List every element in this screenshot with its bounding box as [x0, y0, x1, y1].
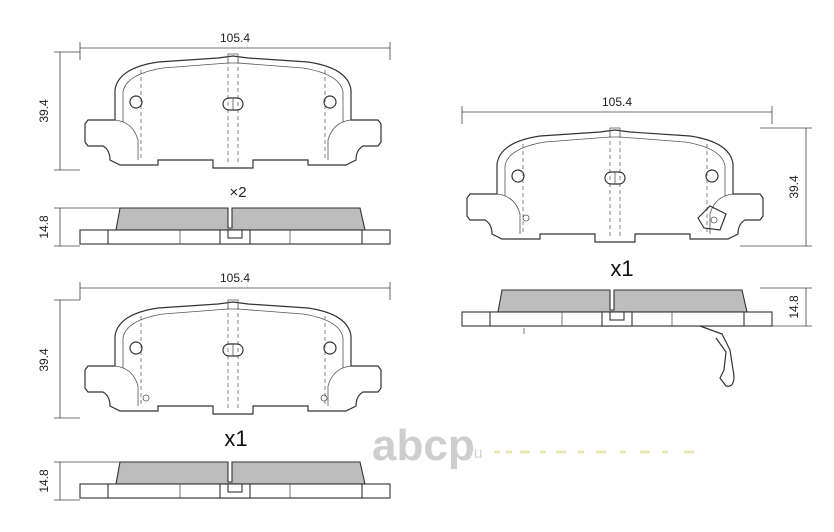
- pad-side-view: [79, 461, 391, 499]
- pad-side-view: [79, 207, 391, 245]
- quantity-label: x1: [224, 426, 247, 451]
- width-label: 105.4: [220, 271, 250, 285]
- wear-sensor-wire: [699, 325, 735, 387]
- pad-right: 105.4 39.4 x1 14.8: [461, 95, 812, 387]
- height-label: 39.4: [37, 99, 51, 123]
- logo-suffix: .ru: [464, 445, 483, 462]
- pad-bottom-left: 105.4 39.4 x1 14.8: [37, 271, 391, 501]
- thickness-label: 14.8: [37, 215, 51, 239]
- pad-side-view: [461, 289, 773, 327]
- wear-sensor-clip: [697, 205, 727, 231]
- height-label: 39.4: [37, 348, 51, 372]
- quantity-label: ×2: [229, 184, 246, 201]
- pad-front-view: [84, 299, 382, 415]
- thickness-label: 14.8: [787, 295, 801, 319]
- pad-front-view: [84, 53, 382, 169]
- width-label: 105.4: [220, 31, 250, 45]
- thickness-label: 14.8: [37, 469, 51, 493]
- height-label: 39.4: [787, 175, 801, 199]
- width-label: 105.4: [602, 95, 632, 109]
- watermark-logo: abcp .ru: [372, 421, 694, 470]
- pad-top-left: 105.4 39.4 ×2 14.8: [37, 31, 391, 247]
- quantity-label: x1: [610, 256, 633, 281]
- pad-front-view: [466, 127, 764, 243]
- logo-brand: abcp: [372, 421, 475, 470]
